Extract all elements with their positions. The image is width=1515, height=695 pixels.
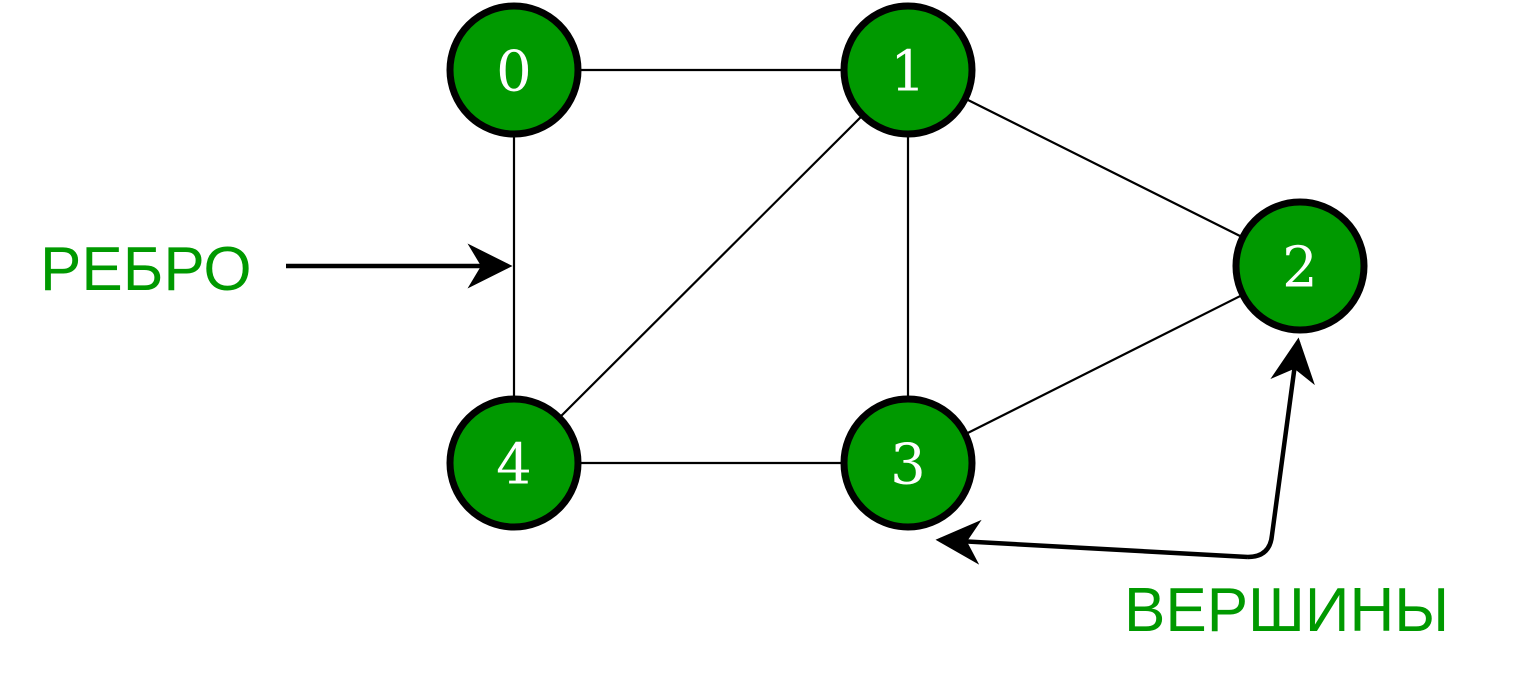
edge-1-2 [907, 69, 1301, 267]
vertices-pointer-to-node-2 [1247, 337, 1315, 560]
node-circle [446, 395, 582, 531]
node-4: 4 [446, 395, 582, 531]
node-2: 2 [1232, 198, 1368, 334]
node-circle [840, 2, 976, 138]
edge-annotation: РЕБРО [40, 235, 513, 304]
vertices-label: ВЕРШИНЫ [1124, 576, 1449, 645]
node-label: 1 [890, 40, 926, 105]
vertices-pointer-to-node-3 [935, 519, 1249, 565]
edge-2-3 [907, 265, 1301, 464]
node-circle [840, 395, 976, 531]
edge-1-4 [513, 69, 909, 464]
node-label: 2 [1282, 236, 1318, 301]
node-0: 0 [446, 2, 582, 138]
node-circle [446, 2, 582, 138]
node-1: 1 [840, 2, 976, 138]
vertices-annotation: ВЕРШИНЫ [935, 337, 1449, 645]
node-circle [1232, 198, 1368, 334]
edge-label: РЕБРО [40, 235, 252, 304]
node-label: 3 [890, 433, 926, 498]
node-label: 4 [496, 433, 532, 498]
node-label: 0 [496, 40, 532, 105]
node-3: 3 [840, 395, 976, 531]
